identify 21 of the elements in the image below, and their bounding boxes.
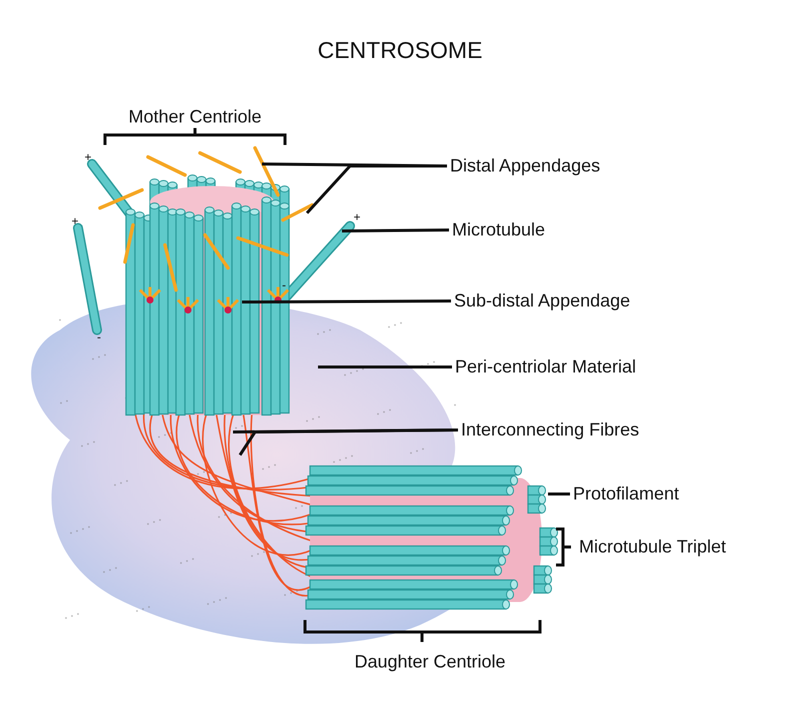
- part-label: Distal Appendages: [450, 156, 600, 176]
- leader-line: [548, 492, 570, 496]
- part-label: Sub-distal Appendage: [454, 290, 630, 312]
- polarity-sign: +: [72, 215, 78, 229]
- part-label: Protofilament: [573, 484, 680, 504]
- part-label: Mother Centriole: [128, 106, 262, 128]
- polarity-sign: -: [97, 331, 101, 345]
- leader-line: [242, 300, 451, 304]
- part-label: Microtubule: [452, 220, 546, 240]
- part-label: Interconnecting Fibres: [461, 420, 640, 440]
- polarity-sign: -: [282, 279, 286, 293]
- leader-line: [238, 428, 458, 456]
- part-label: Microtubule Triplet: [579, 536, 726, 558]
- leader-line: [306, 164, 447, 214]
- diagram-title: CENTROSOME: [318, 36, 482, 64]
- leader-line: [342, 228, 450, 232]
- part-label: Peri-centriolar Material: [455, 356, 636, 378]
- polarity-sign: +: [354, 211, 360, 225]
- polarity-sign: +: [84, 151, 92, 165]
- leader-line: [318, 366, 452, 368]
- part-label: Daughter Centriole: [354, 652, 506, 672]
